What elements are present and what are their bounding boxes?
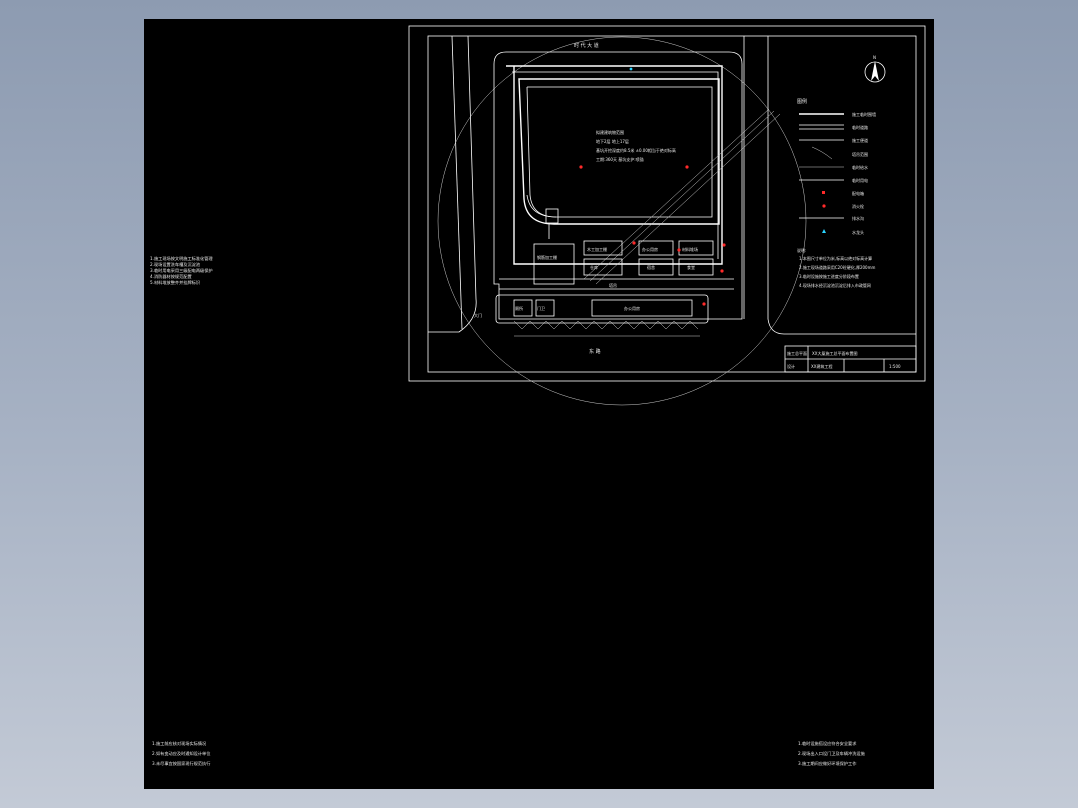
power-marker-3: [632, 241, 636, 245]
notes-left-bottom: 1.施工前应核对现场实际情况 2.如有变动应及时通知设计单位 3.未尽事宜按国家…: [152, 740, 210, 767]
pit-ramp: [545, 208, 559, 224]
legend-symbol-hydrant: [822, 204, 826, 208]
building-label-toilet: 厕所: [515, 305, 523, 311]
temporary-wall-outer: [506, 65, 723, 265]
site-text-2: 地下2层 地上17层: [596, 138, 629, 144]
fence-pattern: [513, 320, 699, 330]
note-left-mid-1: 1.施工现场按文明施工标准化管理: [150, 255, 213, 262]
legend-symbol-crane: [811, 146, 833, 160]
right-note-4: 4.现场排水经沉淀池沉淀后排入市政管网: [799, 282, 871, 288]
power-marker-6: [720, 269, 724, 273]
building-wood-shed: [583, 240, 623, 256]
building-warehouse: [583, 258, 623, 276]
internal-road-label: 塔吊: [609, 282, 617, 288]
foundation-pit-inner: [526, 86, 713, 218]
note-left-bottom-3: 3.未尽事宜按国家现行规范执行: [152, 760, 210, 767]
note-right-bottom-1: 1.临时设施搭设应符合安全要求: [798, 740, 857, 747]
title-block-r2c1: 设计: [787, 363, 795, 369]
legend-label-2: 临时道路: [852, 124, 868, 130]
site-plan: 时 代 大 道 东 路 拟建建筑物范围 地下2层 地上17层 基坑开挖深度约8.…: [408, 25, 926, 406]
building-dorm: [638, 258, 674, 276]
building-label-office: 办公用房: [642, 246, 658, 252]
outer-frame: [408, 25, 926, 382]
road-left-edge-1: [451, 35, 463, 330]
legend-label-6: 临时用电: [852, 177, 868, 183]
temporary-wall-inner: [512, 71, 719, 259]
road-left-edge-2: [428, 35, 477, 333]
pit-curve: [526, 194, 557, 218]
right-note-2: 2.施工现场道路采用C20砼硬化,厚200mm: [799, 264, 876, 270]
road-right-edge-2: [767, 36, 916, 335]
site-boundary: [493, 51, 743, 320]
gate-label: 大门: [474, 312, 482, 318]
legend-label-5: 临时给水: [852, 164, 868, 170]
power-marker-1: [579, 165, 583, 169]
note-left-mid-2: 2.现场设置洗车槽及沉淀池: [150, 261, 201, 268]
site-text-4: 工期:360天 基坑支护:喷锚: [596, 156, 644, 162]
title-block: 施工总平面 XX大厦施工总平面布置图 设计 XX建筑工程 1:500: [784, 345, 917, 373]
title-block-scale: 1:500: [889, 364, 901, 369]
legend-title: 图例: [797, 98, 807, 105]
note-left-mid-5: 5.材料堆放整齐并挂牌标识: [150, 279, 200, 286]
building-label-guard: 门卫: [537, 305, 545, 311]
legend-label-1: 施工临时围墙: [852, 111, 876, 117]
note-left-mid-4: 4.消防器材按规范配置: [150, 273, 192, 280]
site-text-1: 拟建建筑物范围: [596, 129, 624, 135]
road-top-label: 时 代 大 道: [574, 42, 599, 49]
legend-symbol-tap: [822, 229, 826, 233]
notes-left-mid: 1.施工现场按文明施工标准化管理 2.现场设置洗车槽及沉淀池 3.临时用电采用三…: [150, 255, 213, 286]
right-note-1: 1.本图尺寸单位为米,标高以绝对标高计算: [799, 255, 872, 261]
internal-road: [499, 278, 734, 290]
building-label-warehouse: 仓库: [590, 264, 598, 270]
note-right-bottom-3: 3.施工期间应做好环境保护工作: [798, 760, 857, 767]
legend-label-10: 水龙头: [852, 229, 864, 235]
note-left-bottom-2: 2.如有变动应及时通知设计单位: [152, 750, 210, 757]
building-label-storage-yard: 材料堆场: [682, 246, 698, 252]
tower-crane-range: [437, 36, 807, 406]
title-block-r2c2: XX建筑工程: [811, 363, 832, 369]
power-marker-4: [722, 243, 726, 247]
south-yard: [495, 294, 709, 324]
legend-label-4: 塔吊范围: [852, 151, 868, 157]
north-label: N: [873, 55, 876, 60]
power-marker-5: [677, 248, 681, 252]
power-marker-2: [685, 165, 689, 169]
building-guard: [535, 299, 555, 317]
power-marker-7: [702, 302, 706, 306]
legend-label-9: 排水沟: [852, 215, 864, 221]
inner-frame: [427, 35, 917, 373]
drawing-sheet: 1.施工现场按文明施工标准化管理 2.现场设置洗车槽及沉淀池 3.临时用电采用三…: [144, 19, 934, 789]
notes-right-bottom: 1.临时设施搭设应符合安全要求 2.现场出入口设门卫及车辆冲洗设施 3.施工期间…: [798, 740, 866, 767]
note-left-mid-3: 3.临时用电采用三级配电两级保护: [150, 267, 213, 274]
legend: 施工临时围墙 临时道路 施工便道 塔吊范围 临时给水 临时用电 配电箱 消火栓 …: [799, 111, 876, 235]
legend-label-7: 配电箱: [852, 190, 864, 196]
title-block-r1c2: XX大厦施工总平面布置图: [812, 350, 857, 356]
crane-arm: [583, 108, 781, 285]
cad-drawing: 1.施工现场按文明施工标准化管理 2.现场设置洗车槽及沉淀池 3.临时用电采用三…: [150, 25, 926, 767]
building-label-wood-shed: 木工加工棚: [587, 246, 607, 252]
right-note-3: 3.临时设施按施工进度分阶段布置: [799, 273, 859, 279]
building-label-dorm: 宿舍: [647, 264, 655, 270]
water-marker-1: [629, 67, 633, 71]
site-text-3: 基坑开挖深度约8.5米 ±0.00相当于绝对标高: [596, 147, 676, 153]
building-storage-yard: [678, 240, 714, 256]
building-label-south-office: 办公用房: [624, 305, 640, 311]
legend-symbol-box: [822, 191, 825, 194]
note-left-bottom-1: 1.施工前应核对现场实际情况: [152, 740, 207, 747]
notes-title: 说明:: [797, 247, 806, 253]
building-canteen: [678, 258, 714, 276]
legend-label-8: 消火栓: [852, 203, 864, 209]
building-steel-shed: [533, 243, 575, 285]
title-block-r1c1: 施工总平面: [787, 350, 807, 356]
road-bottom-label: 东 路: [589, 348, 601, 355]
building-office: [638, 240, 674, 256]
foundation-pit: [518, 78, 720, 225]
building-south-office: [591, 299, 693, 317]
building-label-canteen: 食堂: [687, 264, 695, 270]
building-toilet: [513, 299, 533, 317]
north-arrow-icon: [871, 61, 879, 81]
building-label-steel-shed: 钢筋加工棚: [537, 254, 557, 260]
legend-label-3: 施工便道: [852, 137, 868, 143]
note-right-bottom-2: 2.现场出入口设门卫及车辆冲洗设施: [798, 750, 866, 757]
